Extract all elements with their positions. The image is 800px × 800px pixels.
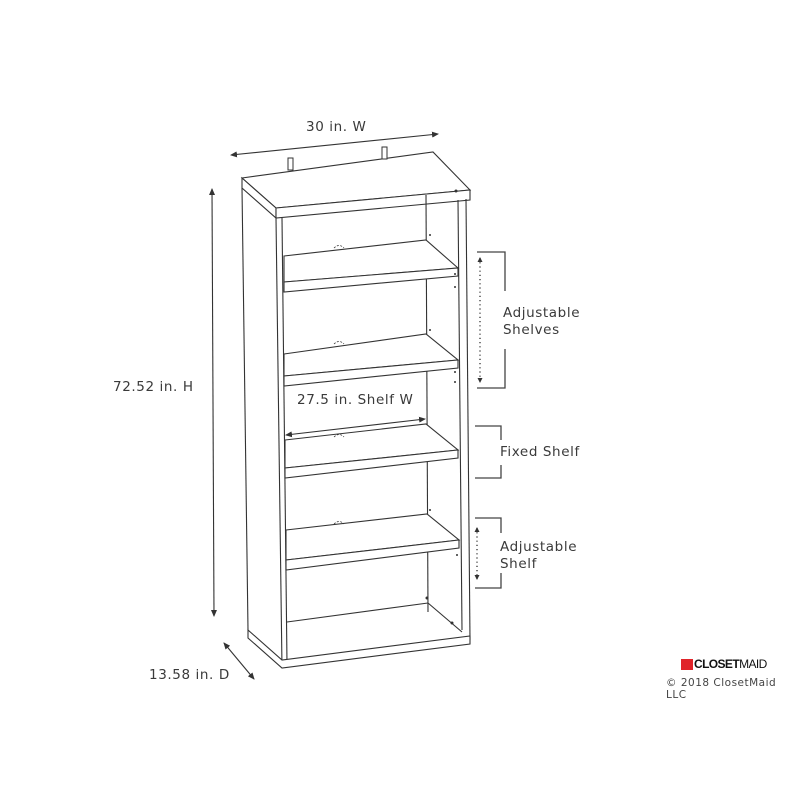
logo-wordmark: CLOSETMAID — [694, 657, 767, 671]
bracket-fixed-shelf — [475, 425, 502, 479]
width-label: 30 in. W — [306, 119, 367, 135]
closetmaid-logo: CLOSETMAID — [681, 657, 767, 671]
depth-label: 13.58 in. D — [149, 667, 230, 683]
width-dimension-line — [230, 131, 439, 158]
shelf-width-label: 27.5 in. Shelf W — [297, 392, 414, 408]
shelf-1 — [283, 239, 460, 293]
callout-adjustable-shelves: Adjustable Shelves — [503, 305, 580, 339]
bracket-adjustable-shelves — [477, 251, 506, 389]
callout-fixed-shelf: Fixed Shelf — [500, 444, 580, 461]
logo-red-square — [681, 658, 693, 670]
callout-line2: Shelves — [503, 322, 560, 338]
shelf-width-dimension-line — [285, 416, 426, 438]
shelf-4 — [285, 513, 461, 571]
copyright-text: © 2018 ClosetMaid LLC — [666, 677, 777, 701]
callout-line1: Adjustable — [500, 539, 578, 555]
height-dimension-line — [209, 188, 217, 617]
callout-line1: Adjustable — [503, 305, 581, 321]
height-label: 72.52 in. H — [113, 379, 194, 395]
depth-dimension-line — [223, 642, 255, 680]
callout-line2: Shelf — [500, 556, 537, 572]
shelf-2 — [283, 333, 460, 387]
bottom-panel — [247, 602, 471, 669]
callout-line1: Fixed Shelf — [500, 444, 580, 460]
callout-adjustable-shelf: Adjustable Shelf — [500, 539, 577, 573]
top-panel — [240, 151, 472, 220]
bracket-adjustable-shelf — [475, 517, 502, 589]
